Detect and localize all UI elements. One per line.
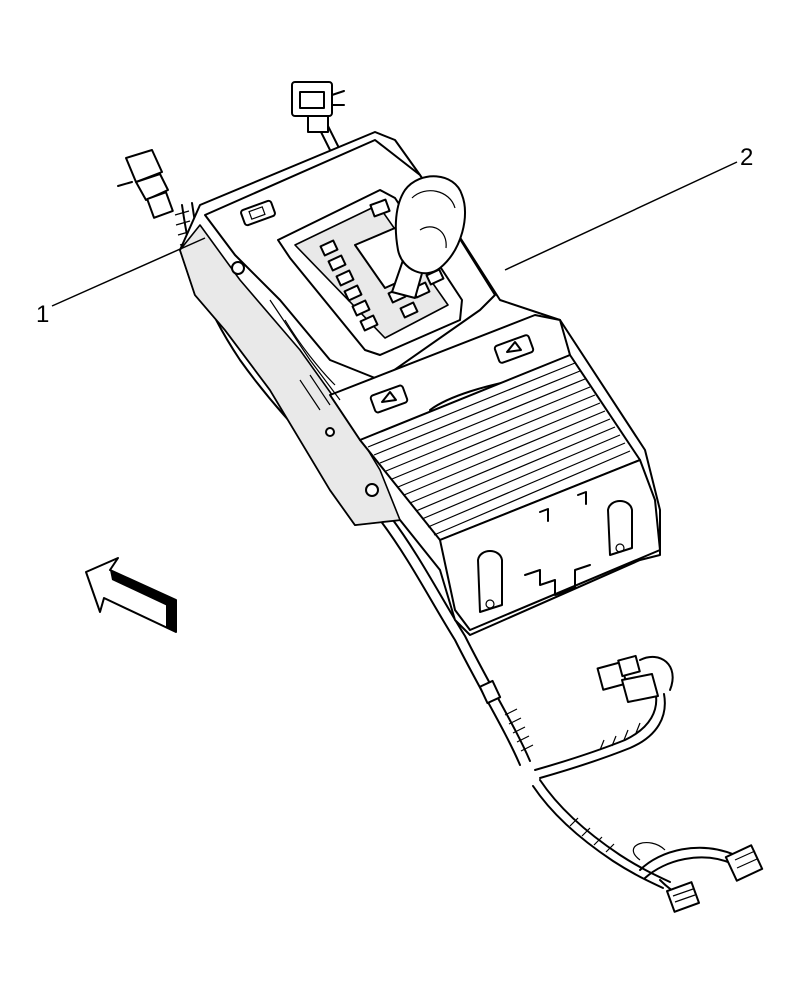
top-connector	[291, 81, 345, 133]
right-connector	[596, 654, 674, 703]
gear-indicator	[319, 239, 445, 332]
callout-1: 1	[36, 237, 206, 328]
callout-2: 2	[504, 144, 753, 271]
callout-1-label: 1	[36, 301, 49, 328]
bottom-connectors	[666, 844, 764, 913]
callout-1-leader	[51, 237, 206, 307]
callout-2-label: 2	[740, 144, 753, 171]
floor-console	[179, 131, 661, 636]
forward-arrow-icon	[85, 557, 177, 633]
roll-top-ribs	[367, 362, 631, 536]
left-connector	[117, 149, 174, 219]
callout-2-leader	[504, 161, 738, 271]
shift-lever	[391, 175, 466, 299]
